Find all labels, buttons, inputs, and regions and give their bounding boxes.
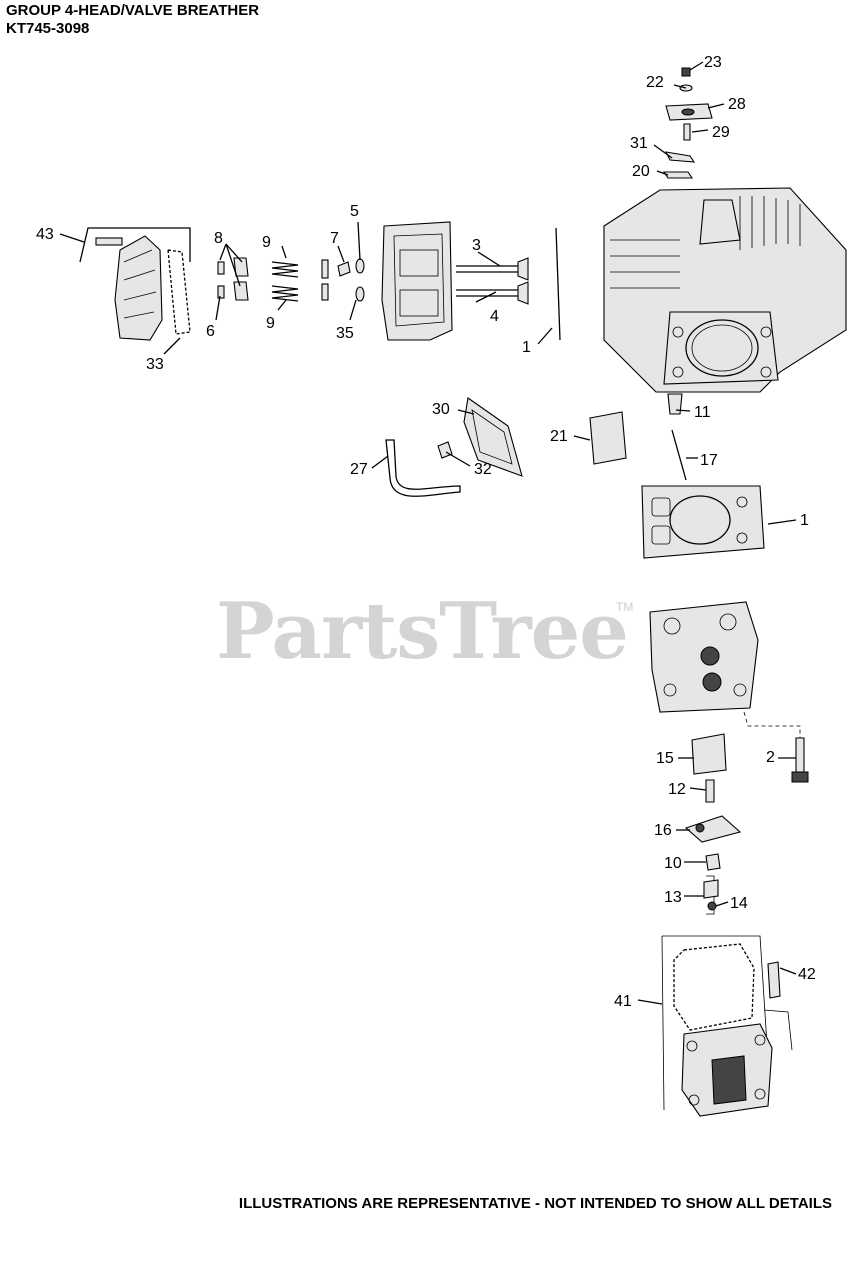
callout-42[interactable]: 42 [798, 966, 816, 983]
valve-keepers[interactable] [217, 261, 225, 299]
head-bolt[interactable] [791, 737, 809, 783]
cylinder-head-side[interactable] [381, 221, 453, 341]
valve-cover[interactable] [681, 1023, 773, 1117]
guide-plate[interactable] [691, 733, 727, 775]
callout-23[interactable]: 23 [704, 54, 722, 71]
exhaust-valve[interactable] [456, 281, 529, 305]
callout-1-top[interactable]: 1 [522, 339, 531, 356]
callout-7[interactable]: 7 [330, 230, 339, 247]
callout-8[interactable]: 8 [214, 230, 223, 247]
cylinder-block[interactable] [603, 187, 847, 393]
callout-9-bottom[interactable]: 9 [266, 315, 275, 332]
valve-caps[interactable] [233, 257, 249, 301]
head-bolt-dashed-link [743, 711, 801, 738]
callout-3[interactable]: 3 [472, 237, 481, 254]
head-gasket[interactable] [641, 485, 765, 559]
adjuster-screw[interactable] [707, 901, 717, 911]
hose-fitting[interactable] [437, 441, 453, 459]
top-screw[interactable] [681, 67, 691, 77]
callout-41[interactable]: 41 [614, 993, 632, 1010]
reed-valve[interactable] [665, 151, 696, 163]
callout-32[interactable]: 32 [474, 461, 492, 478]
rocker-stud[interactable] [705, 779, 715, 803]
callout-27[interactable]: 27 [350, 461, 368, 478]
disclaimer-note: ILLUSTRATIONS ARE REPRESENTATIVE - NOT I… [238, 1195, 832, 1212]
callout-9-top[interactable]: 9 [262, 234, 271, 251]
callout-13[interactable]: 13 [664, 889, 682, 906]
callout-14[interactable]: 14 [730, 895, 748, 912]
adjuster-nut[interactable] [703, 879, 719, 899]
callout-43[interactable]: 43 [36, 226, 54, 243]
callout-11[interactable]: 11 [694, 404, 711, 421]
callout-1-bottom[interactable]: 1 [800, 512, 809, 529]
leader-lines [59, 61, 797, 1005]
page-title: GROUP 4-HEAD/VALVE BREATHER [6, 2, 260, 19]
callout-22[interactable]: 22 [646, 74, 664, 91]
breather-filter[interactable] [589, 411, 627, 465]
valve-stem-parts[interactable] [321, 258, 365, 302]
callout-29[interactable]: 29 [712, 124, 730, 141]
valve-cover-gasket[interactable] [673, 943, 755, 1031]
callout-15[interactable]: 15 [656, 750, 674, 767]
rocker-arm[interactable] [684, 815, 742, 843]
callout-21[interactable]: 21 [550, 428, 568, 445]
callout-30[interactable]: 30 [432, 401, 450, 418]
breather-stud[interactable] [683, 123, 691, 141]
push-rod[interactable] [671, 429, 687, 481]
reed-stop[interactable] [662, 171, 694, 179]
callout-16[interactable]: 16 [654, 822, 672, 839]
callout-10[interactable]: 10 [664, 855, 682, 872]
callout-6[interactable]: 6 [206, 323, 215, 340]
watermark-trademark: TM [616, 600, 634, 614]
callout-labels: 23 22 28 31 29 20 5 43 8 9 7 3 6 9 4 35 … [36, 54, 816, 1010]
hydraulic-lifter[interactable] [667, 393, 683, 415]
watermark-logo: PartsTree [216, 586, 629, 677]
callout-31[interactable]: 31 [630, 135, 648, 152]
callout-20[interactable]: 20 [632, 163, 650, 180]
callout-12[interactable]: 12 [668, 781, 686, 798]
breather-cover[interactable] [79, 227, 191, 341]
callout-17[interactable]: 17 [700, 452, 718, 469]
callout-35[interactable]: 35 [336, 325, 354, 342]
callout-28[interactable]: 28 [728, 96, 746, 113]
model-number: KT745-3098 [6, 20, 90, 37]
cylinder-head[interactable] [649, 601, 759, 713]
callout-4[interactable]: 4 [490, 308, 499, 325]
callout-2[interactable]: 2 [766, 749, 775, 766]
intake-valve[interactable] [456, 257, 529, 281]
rocker-pivot[interactable] [705, 853, 721, 871]
callout-5[interactable]: 5 [350, 203, 359, 220]
breather-gasket[interactable] [167, 249, 191, 335]
breather-hose[interactable] [385, 439, 461, 497]
oil-fill-tube[interactable] [767, 961, 781, 999]
breather-gasket-30[interactable] [463, 397, 523, 477]
valve-cover-bracket [661, 935, 793, 1111]
valve-springs[interactable] [271, 261, 299, 302]
reed-plate[interactable] [665, 103, 713, 121]
callout-33[interactable]: 33 [146, 356, 164, 373]
head-gasket-edge[interactable] [555, 227, 561, 341]
